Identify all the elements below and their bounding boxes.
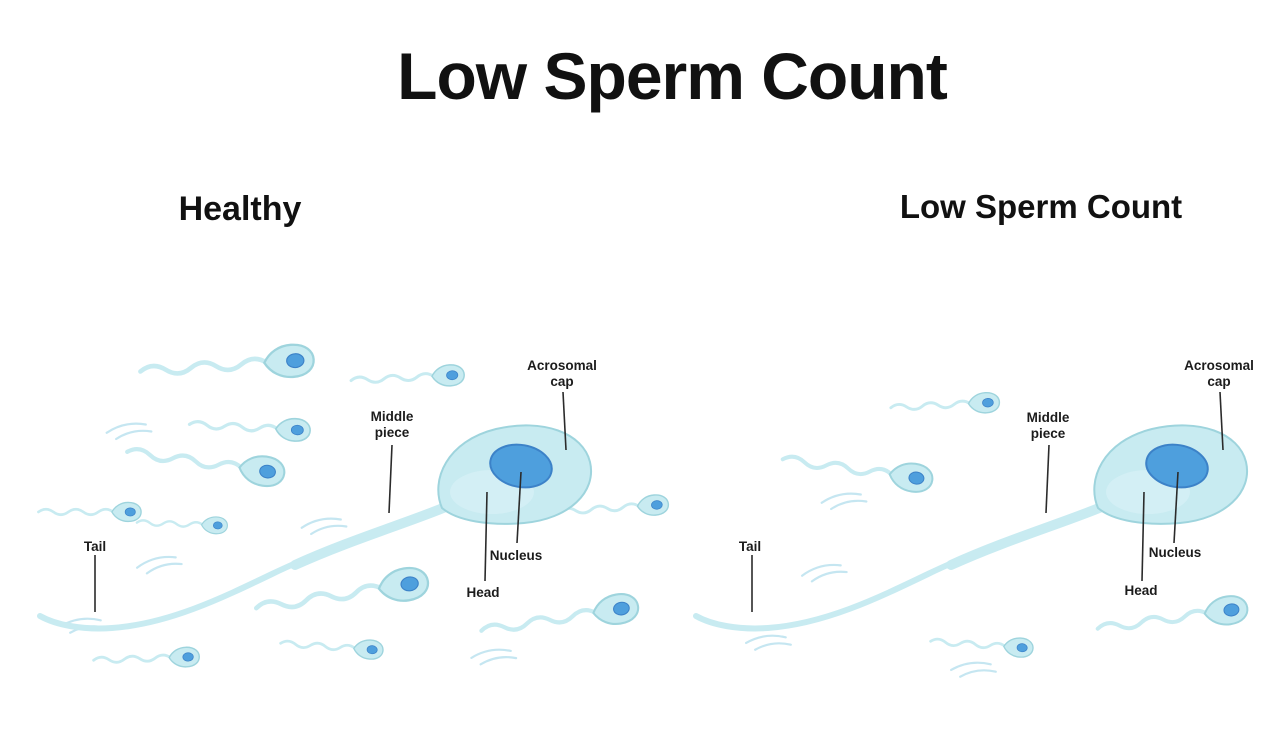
sperm-cell [278,632,386,662]
sperm-cell [888,390,1002,420]
label-nucleus-right: Nucleus [1148,545,1202,560]
label-tail-left: Tail [83,539,107,554]
pointer-lines-left [94,391,567,612]
label-acrosomal-cap-left: Acrosomal cap [527,358,597,390]
label-acrosomal-cap-right: Acrosomal cap [1184,358,1254,390]
label-pointer-line [1173,471,1179,544]
sperm-cell [254,565,431,624]
large-sperm-cell [40,425,591,628]
label-pointer-line [516,471,522,544]
sperm-cell [479,591,640,645]
motion-lines [819,488,868,512]
sperm-cell [187,411,313,444]
pointer-lines-right [751,391,1224,612]
label-pointer-line [484,491,488,582]
sperm-cell [778,443,937,497]
sperm-cell [349,362,467,393]
label-middle-piece-right: Middle piece [1026,410,1070,442]
label-pointer-line [388,444,393,514]
label-pointer-line [1045,444,1050,514]
panel-title-low-sperm-count: Low Sperm Count [899,188,1183,225]
label-head-left: Head [466,585,500,600]
motion-lines [744,631,792,652]
main-title: Low Sperm Count [397,39,948,113]
motion-lines [469,645,518,667]
label-pointer-line [1141,491,1145,582]
healthy-sperm-group [37,343,671,672]
sperm-cell [1093,591,1252,645]
motion-lines [799,559,848,585]
label-pointer-line [1219,391,1224,451]
label-tail-right: Tail [738,539,762,554]
sperm-cell [37,501,143,523]
panel-title-healthy: Healthy [178,190,302,228]
motion-lines [299,513,348,537]
large-sperm-cell [696,425,1247,628]
sperm-cell [139,343,314,387]
label-middle-piece-left: Middle piece [370,409,414,441]
motion-lines [949,658,997,679]
motion-lines [134,551,183,577]
sperm-cell [125,437,286,488]
label-nucleus-left: Nucleus [489,548,543,563]
sperm-cell [91,645,202,672]
sperm-cell [135,512,229,536]
label-pointer-line [562,391,567,451]
label-head-right: Head [1124,583,1158,598]
sperm-cell [928,630,1036,660]
motion-lines [104,418,153,442]
low-count-sperm-group [696,390,1252,679]
